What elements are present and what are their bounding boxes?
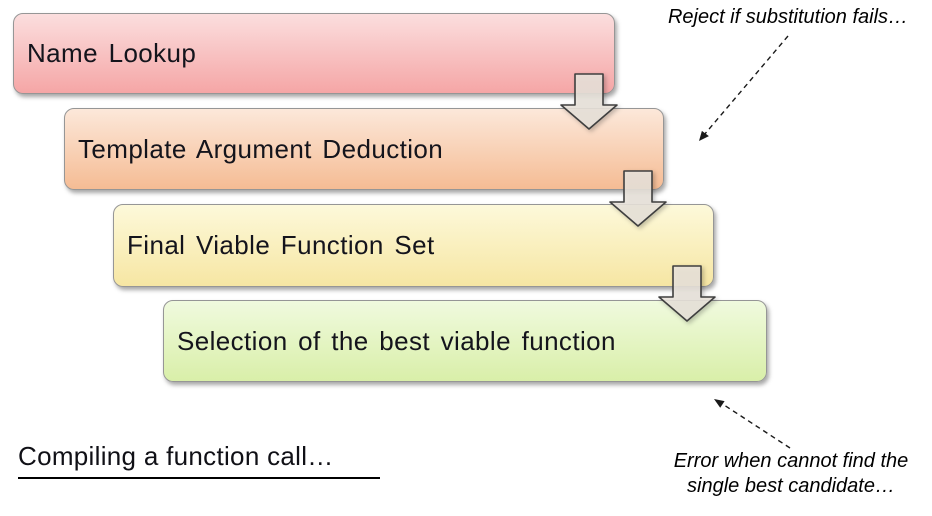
error-note-line1: Error when cannot find the [673,450,909,472]
dashed-arrow-reject [699,35,789,141]
process-box-final-viable-function-set: Final Viable Function Set [113,204,714,287]
down-block-arrow-icon [560,73,618,130]
caption-underline [18,477,380,479]
dashed-arrow-error [714,399,791,449]
reject-note: Reject if substitution fails… [667,6,909,28]
process-box-label: Final Viable Function Set [127,230,435,260]
error-note-line2: single best candidate… [687,475,895,497]
process-box-selection-best-viable-function: Selection of the best viable function [163,300,767,382]
process-box-name-lookup: Name Lookup [13,13,615,94]
error-note: Error when cannot find the single best c… [650,449,932,499]
down-block-arrow-icon [609,170,667,227]
diagram-caption: Compiling a function call… [18,441,334,471]
process-box-label: Template Argument Deduction [78,133,444,164]
process-box-template-argument-deduction: Template Argument Deduction [64,108,664,190]
process-box-label: Selection of the best viable function [177,325,616,356]
down-block-arrow-icon [658,265,716,322]
process-box-label: Name Lookup [27,38,197,68]
